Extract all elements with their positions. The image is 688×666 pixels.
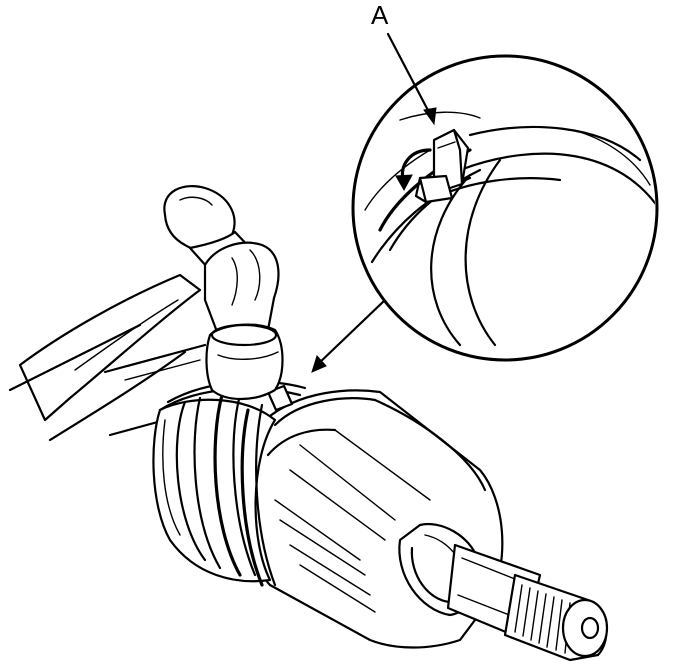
detail-magnified-view: [351, 54, 659, 362]
detail-leader-line: [311, 298, 387, 373]
hammer-icon: [8, 185, 284, 442]
band-clip-icon: [266, 384, 294, 412]
boot-band: [240, 384, 294, 587]
cv-boot: [152, 380, 307, 583]
callout-label-a: A: [371, 0, 389, 30]
callout-a-leader: [386, 32, 437, 126]
band-clip-icon: [414, 128, 470, 204]
stub-shaft: [398, 522, 609, 662]
curved-arrow-icon: [395, 148, 432, 192]
